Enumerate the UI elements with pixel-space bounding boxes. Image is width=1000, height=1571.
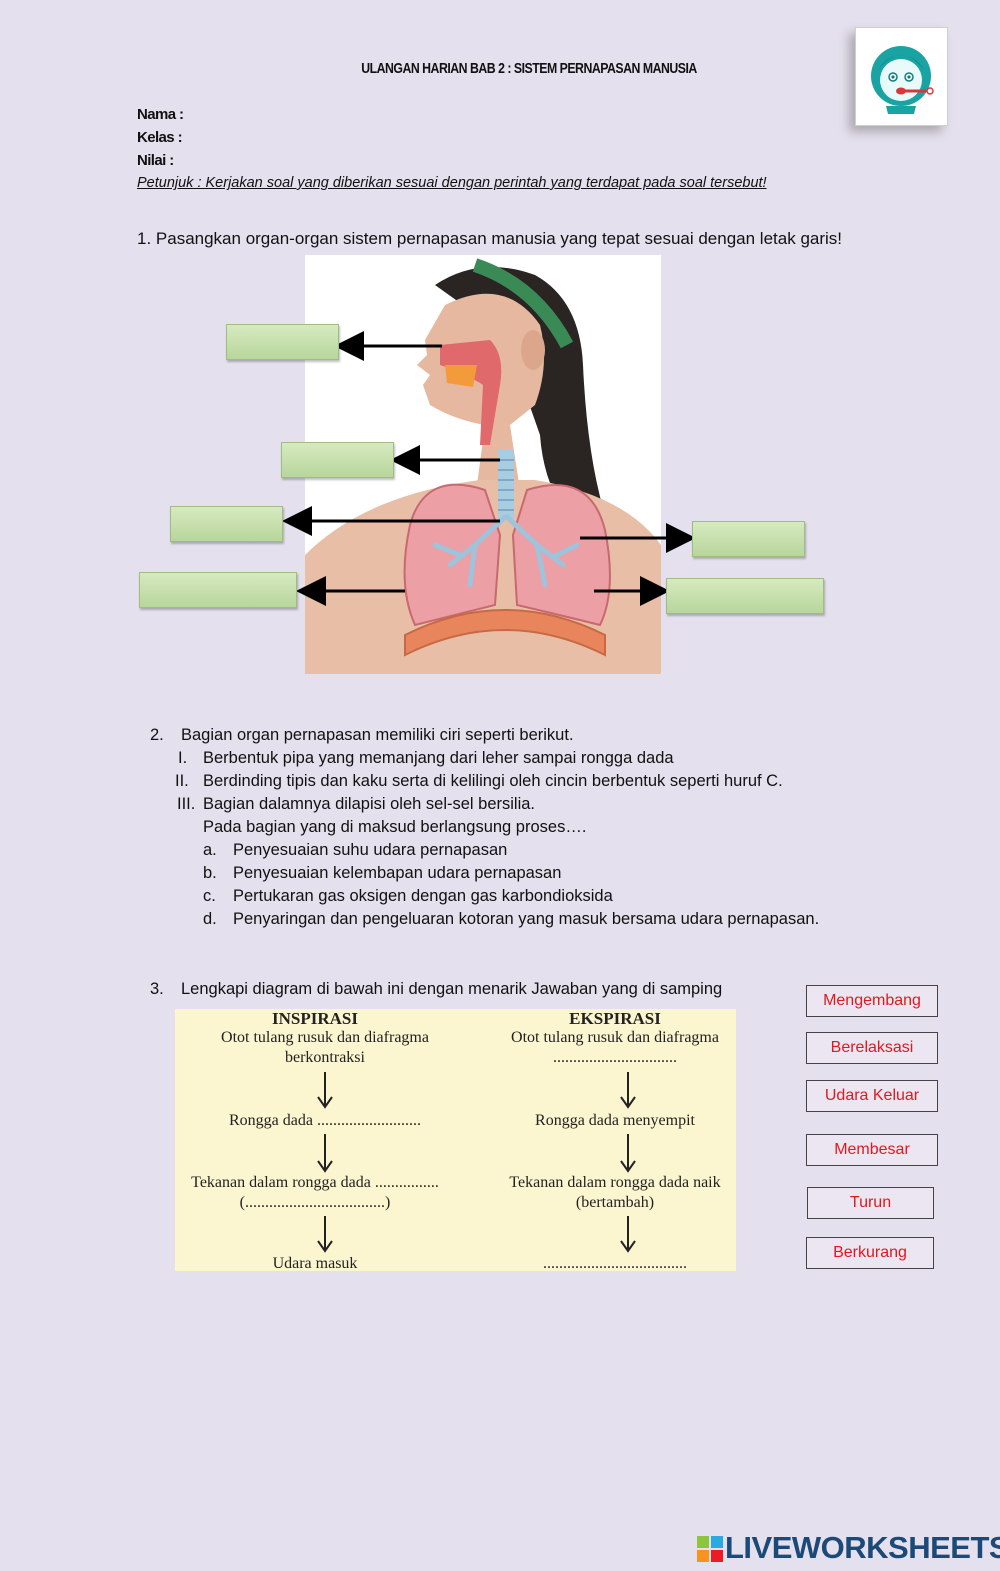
option-letter: a. (203, 841, 217, 859)
diagram-arrows (317, 1072, 636, 1253)
field-nama: Nama : (137, 106, 184, 123)
answer-berelaksasi[interactable]: Berelaksasi (806, 1032, 938, 1064)
option-c[interactable]: Pertukaran gas oksigen dengan gas karbon… (233, 887, 613, 905)
drop-zone-5[interactable] (692, 521, 805, 557)
drop-zone-4[interactable] (139, 572, 297, 608)
ekspirasi-step-3-cont: (bertambah) (575, 1194, 655, 1211)
statement-number: III. (177, 795, 196, 813)
drop-zone-2[interactable] (281, 442, 394, 478)
inspirasi-step-3-cont: (...................................) (239, 1194, 391, 1211)
inspirasi-heading: INSPIRASI (272, 1009, 358, 1028)
ekspirasi-step-3: Tekanan dalam rongga dada naik (509, 1174, 721, 1191)
inspirasi-step-3: Tekanan dalam rongga dada ..............… (191, 1174, 439, 1191)
field-nilai: Nilai : (137, 152, 174, 169)
logo-box (855, 27, 948, 126)
inspirasi-step-1: Otot tulang rusuk dan diafragma (221, 1029, 429, 1046)
statement-number: II. (175, 772, 189, 790)
ekspirasi-step-2: Rongga dada menyempit (535, 1112, 695, 1129)
child-breathing-logo-icon (871, 46, 934, 114)
drop-zone-1[interactable] (226, 324, 339, 360)
question-2-prompt: Pada bagian yang di maksud berlangsung p… (203, 818, 587, 836)
ekspirasi-step-1: Otot tulang rusuk dan diafragma (511, 1029, 719, 1046)
answer-mengembang[interactable]: Mengembang (806, 985, 938, 1017)
answer-turun[interactable]: Turun (807, 1187, 934, 1219)
field-kelas: Kelas : (137, 129, 183, 146)
answer-berkurang[interactable]: Berkurang (806, 1237, 934, 1269)
ekspirasi-step-4-blank: .................................... (543, 1255, 687, 1272)
breathing-diagram: INSPIRASI Otot tulang rusuk dan diafragm… (175, 1009, 736, 1272)
question-1-text: 1. Pasangkan organ-organ sistem pernapas… (137, 229, 843, 248)
inspirasi-step-4: Udara masuk (272, 1255, 358, 1272)
answer-udara-keluar[interactable]: Udara Keluar (806, 1080, 938, 1112)
option-letter: d. (203, 910, 217, 928)
drop-zone-6[interactable] (666, 578, 824, 614)
question-3-number: 3. (150, 980, 164, 998)
option-letter: c. (203, 887, 216, 905)
ekspirasi-heading: EKSPIRASI (569, 1009, 661, 1028)
question-2-intro: Bagian organ pernapasan memiliki ciri se… (181, 726, 574, 744)
statement-text: Berdinding tipis dan kaku serta di kelil… (203, 772, 783, 790)
footer-brand: LIVEWORKSHEETS (725, 1530, 1000, 1565)
option-a[interactable]: Penyesuaian suhu udara pernapasan (233, 841, 508, 859)
worksheet-title: ULANGAN HARIAN BAB 2 : SISTEM PERNAPASAN… (361, 60, 697, 77)
liveworksheets-logo-icon (697, 1536, 723, 1562)
answer-membesar[interactable]: Membesar (806, 1134, 938, 1166)
option-b[interactable]: Penyesuaian kelembapan udara pernapasan (233, 864, 562, 882)
statement-number: I. (178, 749, 188, 767)
instruction-text: Petunjuk : Kerjakan soal yang diberikan … (137, 175, 767, 191)
option-d[interactable]: Penyaringan dan pengeluaran kotoran yang… (233, 910, 820, 928)
statement-text: Berbentuk pipa yang memanjang dari leher… (203, 749, 674, 767)
label-arrows (282, 331, 696, 606)
inspirasi-step-2: Rongga dada .......................... (229, 1112, 421, 1129)
option-letter: b. (203, 864, 217, 882)
drop-zone-3[interactable] (170, 506, 283, 542)
question-3-text: Lengkapi diagram di bawah ini dengan men… (181, 980, 723, 998)
ekspirasi-step-1-blank: ............................... (553, 1049, 677, 1066)
question-2-number: 2. (150, 726, 164, 744)
inspirasi-step-1-cont: berkontraksi (285, 1049, 365, 1066)
statement-text: Bagian dalamnya dilapisi oleh sel-sel be… (203, 795, 536, 813)
